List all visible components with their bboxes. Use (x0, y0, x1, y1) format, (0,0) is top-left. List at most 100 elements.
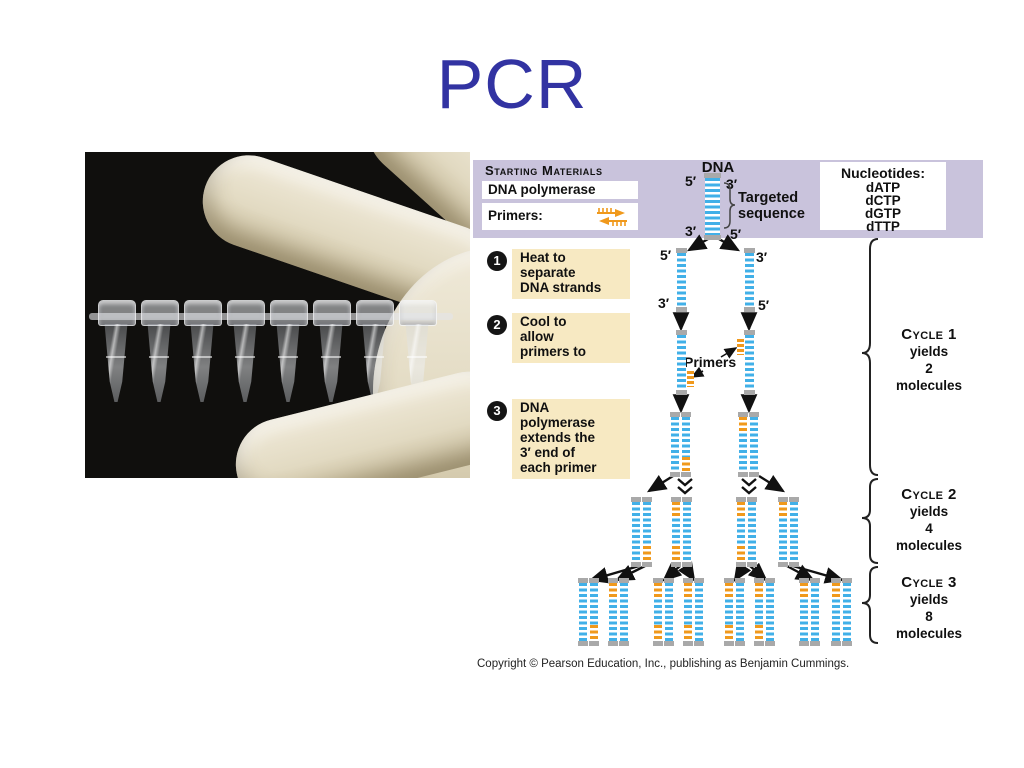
dna-strand-graphic (578, 578, 588, 646)
tube-liquid-line (106, 356, 126, 358)
nucleotide-datp: dATP (865, 180, 901, 195)
dna-strand-graphic (738, 412, 748, 477)
dna-strand-graphic (642, 497, 652, 567)
dna-strand-graphic (754, 578, 764, 646)
tube-body (319, 324, 343, 402)
tube-cap (356, 300, 394, 326)
tube-liquid-line (235, 356, 255, 358)
dna-strand-graphic (736, 497, 746, 567)
dna-strand-graphic (747, 497, 757, 567)
primer-block-graphic (737, 339, 744, 355)
step-2-badge: 2 (487, 315, 507, 335)
tube-body (190, 324, 214, 402)
cycle-2-label: Cycle 2 yields 4 molecules (895, 486, 963, 553)
dna-strand-graphic (799, 578, 809, 646)
cycle-1-label: Cycle 1 yields 2 molecules (895, 326, 963, 393)
pcr-tube (97, 300, 136, 404)
starting-materials-heading: Starting Materials (485, 163, 603, 178)
primers-label: Primers: (488, 208, 543, 223)
dna-polymerase-box: DNA polymerase (482, 181, 638, 199)
photo-pcr-tubes (85, 152, 470, 478)
primers-callout: Primers (684, 354, 737, 370)
dna-strand-graphic (694, 578, 704, 646)
dna-strand-graphic (810, 578, 820, 646)
cycle-3-label: Cycle 3 yields 8 molecules (895, 574, 963, 641)
tube-liquid-line (192, 356, 212, 358)
tube-body (362, 324, 386, 402)
tube-liquid-line (364, 356, 384, 358)
dna-strand-graphic (676, 248, 687, 312)
tube-cap (98, 300, 136, 326)
tube-cap (270, 300, 308, 326)
pcr-tube (355, 300, 394, 404)
tube-cap (399, 300, 437, 326)
dna-strand-graphic (589, 578, 599, 646)
dna-strand-graphic (744, 248, 755, 312)
tube-liquid-line (278, 356, 298, 358)
pcr-tube-strip (89, 300, 453, 408)
slide-title: PCR (436, 45, 588, 123)
dna-strand-graphic (608, 578, 618, 646)
dna-strand-graphic (778, 497, 788, 567)
dna-strand-graphic (704, 173, 721, 240)
step-3-badge: 3 (487, 401, 507, 421)
primer-arrows-icon (597, 208, 627, 226)
tube-liquid-line (407, 356, 427, 358)
dna-strand-graphic (671, 497, 681, 567)
pcr-tube (226, 300, 265, 404)
tube-cap (313, 300, 351, 326)
targeted-sequence-label: Targeted sequence (738, 190, 805, 222)
tube-liquid-line (149, 356, 169, 358)
tube-cap (141, 300, 179, 326)
nucleotides-box: Nucleotides: dATP dCTP dGTP dTTP (820, 162, 946, 234)
primers-box: Primers: (482, 203, 638, 230)
strand-3prime-bottom-left: 3′ (658, 295, 670, 311)
dna-strand-graphic (682, 497, 692, 567)
dna-strand-graphic (683, 578, 693, 646)
dna-strand-graphic (744, 330, 755, 395)
dna-strand-graphic (676, 330, 687, 395)
dna-strand-graphic (842, 578, 852, 646)
dna-strand-graphic (765, 578, 775, 646)
tube-body (104, 324, 128, 402)
dna-strand-graphic (653, 578, 663, 646)
step-1-text: Heat to separate DNA strands (512, 249, 630, 299)
nucleotide-dctp: dCTP (865, 193, 901, 208)
strand-5prime-bottom-right: 5′ (758, 297, 770, 313)
strand-3prime-top-right: 3′ (756, 249, 768, 265)
nucleotides-heading: Nucleotides: (840, 165, 925, 181)
dna-5prime-bottom-right: 5′ (730, 226, 742, 242)
dna-3prime-top-right: 3′ (726, 176, 738, 192)
nucleotide-dttp: dTTP (866, 219, 900, 234)
pcr-tube (183, 300, 222, 404)
pcr-diagram: Starting Materials DNA polymerase Primer… (472, 150, 986, 710)
step-3-text: DNA polymerase extends the 3′ end of eac… (512, 399, 630, 479)
pcr-tube (140, 300, 179, 404)
dna-5prime-top-left: 5′ (685, 173, 697, 189)
dna-strand-graphic (724, 578, 734, 646)
step-2-text: Cool to allow primers to (512, 313, 630, 363)
dna-strand-graphic (749, 412, 759, 477)
dna-strand-graphic (670, 412, 680, 477)
dna-label: DNA (701, 159, 735, 176)
tube-body (276, 324, 300, 402)
tube-body (147, 324, 171, 402)
tube-cap (227, 300, 265, 326)
primer-block-graphic (687, 371, 694, 387)
tube-cap (184, 300, 222, 326)
dna-strand-graphic (619, 578, 629, 646)
copyright-text: Copyright © Pearson Education, Inc., pub… (477, 658, 850, 670)
tube-liquid-line (321, 356, 341, 358)
dna-strand-graphic (789, 497, 799, 567)
dna-3prime-bottom-left: 3′ (685, 223, 697, 239)
dna-strand-graphic (631, 497, 641, 567)
dna-strand-graphic (681, 412, 691, 477)
strand-5prime-top-left: 5′ (660, 247, 672, 263)
nucleotide-dgtp: dGTP (865, 206, 901, 221)
dna-strand-graphic (664, 578, 674, 646)
dna-strand-graphic (735, 578, 745, 646)
step-1-badge: 1 (487, 251, 507, 271)
pcr-tube (312, 300, 351, 404)
tube-body (233, 324, 257, 402)
